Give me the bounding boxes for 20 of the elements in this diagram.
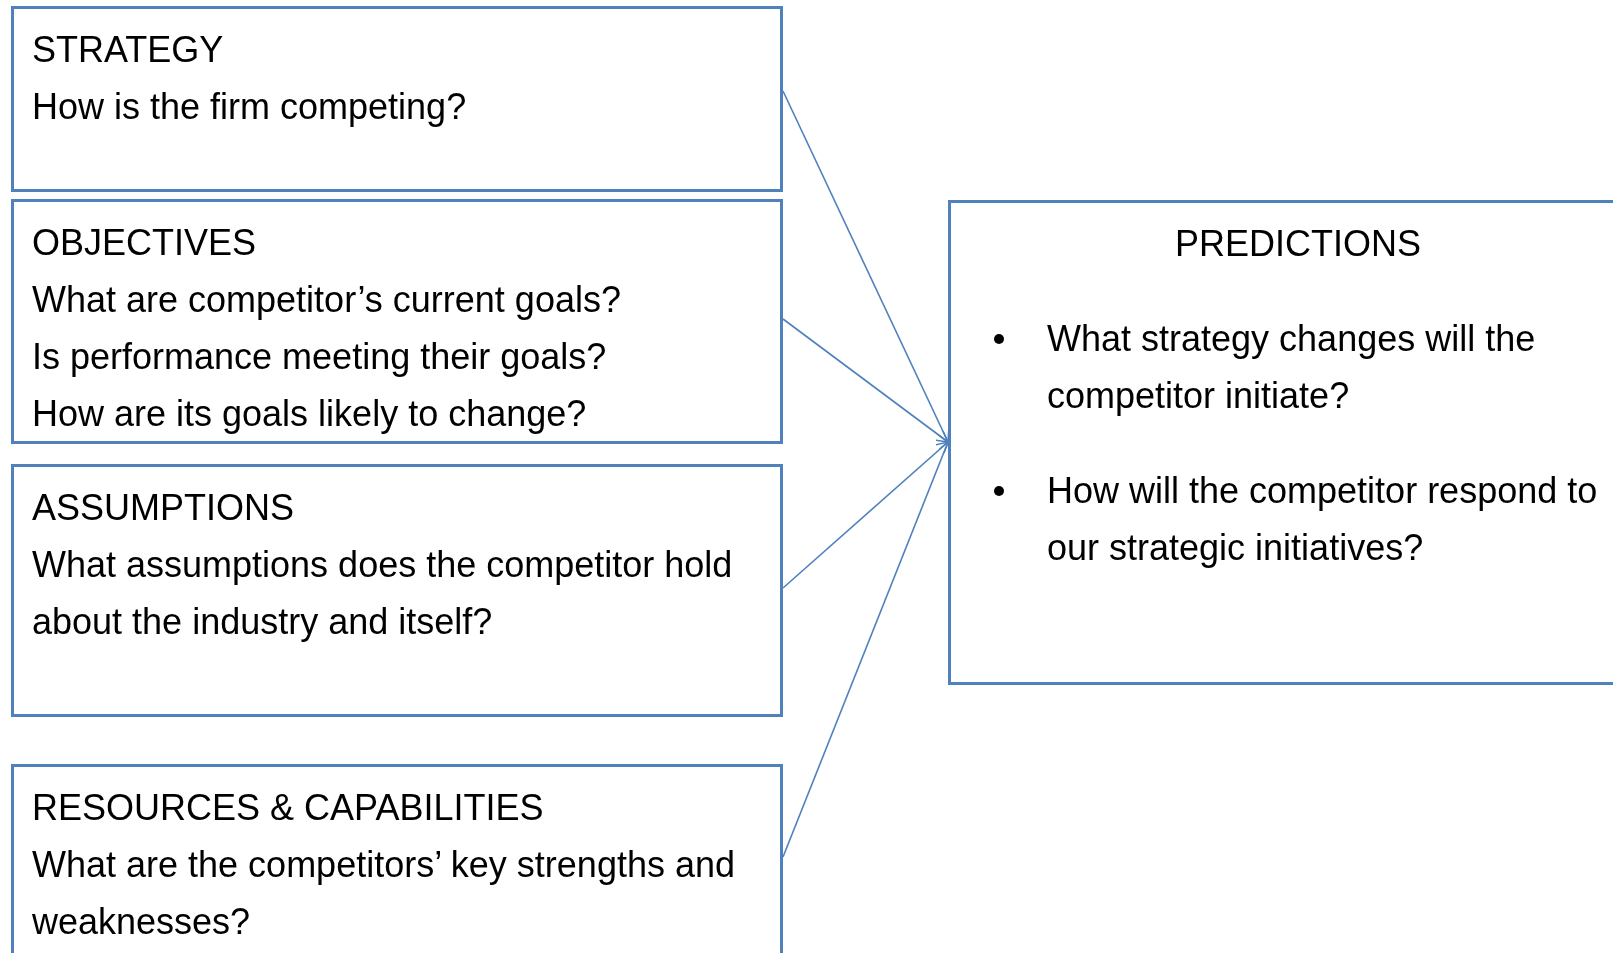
heading: ASSUMPTIONS: [32, 486, 296, 530]
question-text: How are its goals likely to change?: [32, 392, 588, 436]
text-box: [11, 199, 783, 444]
question-text: How is the firm competing?: [32, 85, 468, 129]
question-text: What assumptions does the competitor hold about the industry and itself?: [32, 543, 734, 644]
heading: OBJECTIVES: [32, 221, 258, 265]
text-box: [11, 464, 783, 717]
arrow: [782, 441, 949, 589]
text-box: [948, 200, 1613, 685]
arrow: [782, 318, 949, 443]
question-text: How will the competitor respond to our strategic initiatives?: [1047, 469, 1599, 570]
question-text: Is performance meeting their goals?: [32, 335, 608, 379]
question-text: What are competitor’s current goals?: [32, 278, 622, 322]
heading: STRATEGY: [32, 28, 225, 72]
text-box: [11, 764, 783, 953]
text-box: [11, 6, 783, 192]
question-text: What strategy changes will the competitor initiate?: [1047, 317, 1537, 418]
heading: RESOURCES & CAPABILITIES: [32, 786, 545, 830]
question-text: What are the competitors’ key strengths and weaknesses?: [32, 843, 736, 944]
heading: PREDICTIONS: [1174, 222, 1422, 266]
